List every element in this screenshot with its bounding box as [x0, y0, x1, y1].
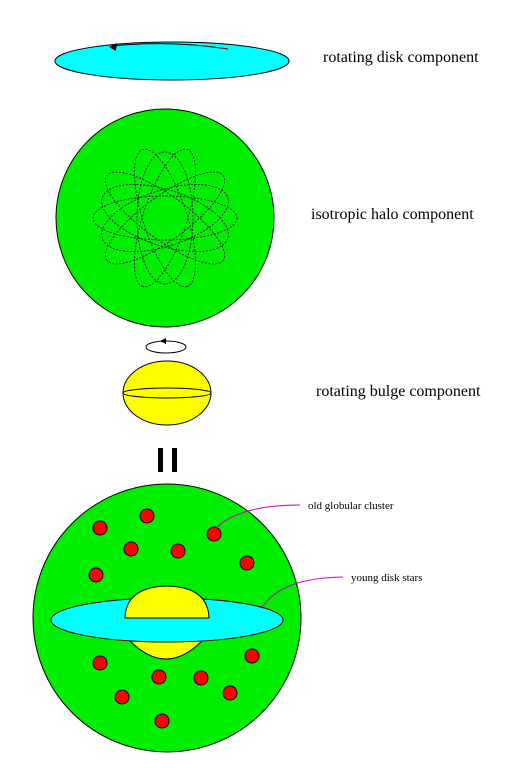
bulge-rotation-arrowhead-icon [160, 338, 166, 344]
globular-cluster-label: old globular cluster [308, 500, 394, 512]
globular-cluster [88, 567, 104, 583]
globular-cluster [170, 543, 186, 559]
rotating-disk-component [54, 41, 290, 81]
globular-cluster [92, 520, 108, 536]
isotropic-halo-component [55, 108, 275, 328]
globular-cluster [114, 689, 130, 705]
rotating-bulge-component [122, 338, 212, 426]
globular-cluster [206, 526, 222, 542]
rotation-arrowhead-icon [109, 43, 117, 51]
globular-cluster [151, 669, 167, 685]
disk-ellipse [54, 41, 290, 81]
young-disk-stars-label: young disk stars [351, 572, 423, 584]
disk-label: rotating disk component [323, 49, 479, 66]
rotation-arrow-icon [111, 43, 229, 50]
combined-bulge-upper [124, 585, 210, 619]
bulge-ellipse [122, 360, 212, 426]
globular-leader-line [215, 504, 301, 529]
equals-sign [158, 448, 177, 472]
halo-orbits [92, 148, 238, 288]
globular-clusters [88, 508, 260, 729]
globular-cluster [222, 685, 238, 701]
globular-cluster [139, 508, 155, 524]
globular-cluster [244, 648, 260, 664]
globular-cluster [239, 555, 255, 571]
bulge-equator [122, 387, 212, 399]
globular-cluster [123, 541, 139, 557]
globular-cluster [92, 655, 108, 671]
bulge-label: rotating bulge component [316, 383, 481, 400]
young-stars-leader-line [261, 576, 344, 609]
globular-cluster [154, 713, 170, 729]
halo-circle [55, 108, 275, 328]
combined-galaxy [32, 483, 344, 753]
halo-label: isotropic halo component [311, 206, 474, 223]
globular-cluster [193, 670, 209, 686]
